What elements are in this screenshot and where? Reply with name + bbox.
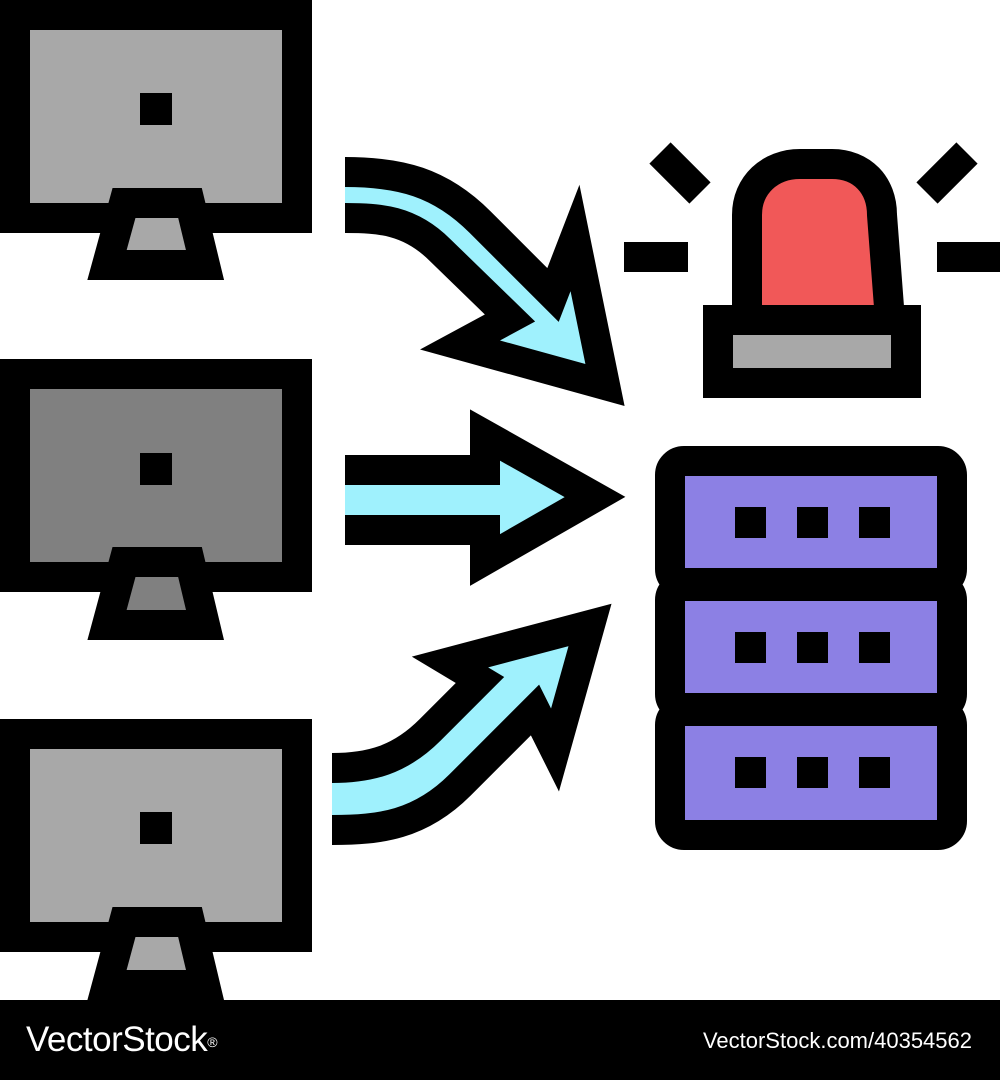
arrow-body [332, 625, 590, 830]
server-led [797, 507, 828, 538]
computer-monitor-icon-middle [0, 359, 312, 640]
arrow-outline [344, 157, 625, 406]
server-rack-icon [655, 446, 967, 850]
siren-dome [732, 149, 905, 335]
registered-mark: ® [207, 1034, 218, 1050]
server-led [859, 507, 890, 538]
network-alert-illustration [0, 0, 1000, 1000]
watermark-bar: VectorStock® VectorStock.com/40354562 [0, 1000, 1000, 1080]
server-led [735, 632, 766, 663]
server-led [735, 757, 766, 788]
image-id-label: VectorStock.com/40354562 [702, 1028, 972, 1053]
monitor-power-dot [140, 93, 172, 125]
server-led [859, 757, 890, 788]
computer-monitor-icon-top [0, 0, 312, 280]
siren-base [703, 305, 921, 398]
curved-arrow-down-icon [344, 157, 625, 406]
arrow-outline [331, 603, 612, 845]
siren-ray-left-upper [649, 142, 711, 204]
brand-name: VectorStock [26, 1020, 208, 1059]
curved-arrow-up-icon [331, 603, 612, 845]
monitor-power-dot [140, 812, 172, 844]
computer-monitor-icon-bottom [0, 719, 312, 1000]
monitor-power-dot [140, 453, 172, 485]
server-led [859, 632, 890, 663]
arrow-outline [345, 409, 626, 586]
server-led [797, 757, 828, 788]
brand-logo: VectorStock® [26, 1018, 218, 1062]
siren-ray-right-upper [916, 142, 978, 204]
alarm-siren-icon [624, 142, 1000, 398]
server-led [797, 632, 828, 663]
monitor-stand [87, 907, 224, 1000]
monitor-stand [87, 188, 225, 280]
server-led [735, 507, 766, 538]
straight-arrow-right-icon [345, 409, 626, 586]
monitor-stand [87, 547, 224, 640]
